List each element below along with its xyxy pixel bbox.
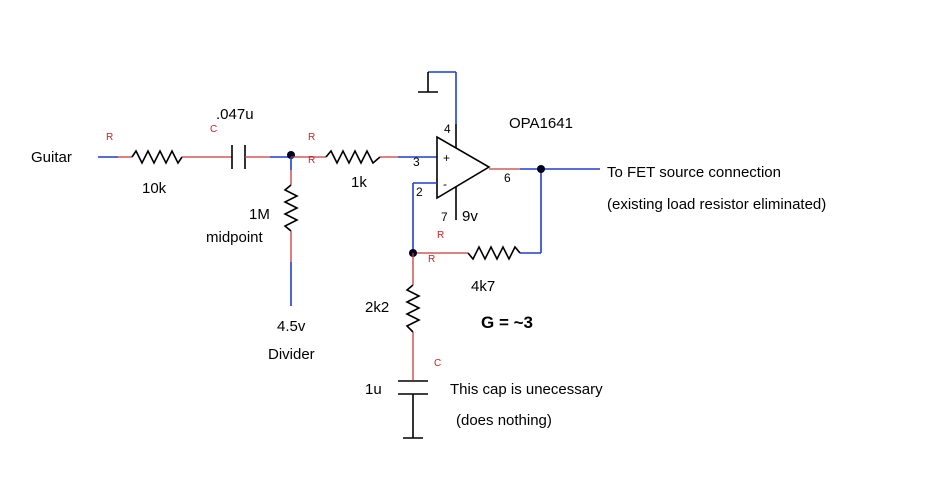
resistor-1m	[283, 157, 299, 306]
pin-plus-label: +	[443, 151, 450, 165]
ref-r-10k: R	[106, 132, 113, 143]
bias-voltage-label: 4.5v	[277, 318, 306, 335]
guitar-label: Guitar	[31, 149, 72, 166]
output-label-line1: To FET source connection	[607, 164, 781, 181]
capacitor-1u	[398, 380, 428, 439]
pin-4-label: 4	[444, 122, 451, 136]
junction-dot-output	[537, 165, 545, 173]
resistor-2k2	[405, 253, 421, 380]
cap-note-line2: (does nothing)	[456, 412, 552, 429]
resistor-1k	[291, 149, 437, 165]
resistor-2k2-label: 2k2	[365, 299, 389, 316]
gain-label: G = ~3	[481, 313, 533, 332]
ref-c-047u: C	[210, 124, 217, 135]
pin-3-label: 3	[413, 155, 420, 169]
pin-7-label: 7	[441, 210, 448, 224]
resistor-1m-label: 1M	[249, 206, 270, 223]
output-wire	[489, 168, 600, 253]
ref-r-2k2: R	[428, 254, 435, 265]
capacitor-047u	[200, 145, 291, 169]
ref-c-1u: C	[434, 358, 441, 369]
ref-r-4k7: R	[437, 230, 444, 241]
opamp-opa1641	[436, 135, 491, 200]
pin-minus-label: -	[443, 177, 447, 191]
resistor-10k	[131, 149, 200, 165]
ref-r-1m: R	[308, 132, 315, 143]
cap-note-line1: This cap is unecessary	[450, 381, 603, 398]
pin-6-label: 6	[504, 171, 511, 185]
inverting-input-wire	[412, 182, 437, 253]
divider-label: Divider	[268, 346, 315, 363]
resistor-10k-label: 10k	[142, 180, 167, 197]
cap-047u-label: .047u	[216, 106, 254, 123]
resistor-1k-label: 1k	[351, 174, 367, 191]
ref-r-1k: R	[308, 155, 315, 166]
cap-1u-label: 1u	[365, 381, 382, 398]
opamp-label: OPA1641	[509, 115, 573, 132]
opamp-pin4-ground	[418, 71, 457, 148]
midpoint-label: midpoint	[206, 229, 264, 246]
pin-2-label: 2	[416, 185, 423, 199]
resistor-4k7	[413, 245, 541, 261]
output-label-line2: (existing load resistor eliminated)	[607, 196, 826, 213]
supply-label: 9v	[462, 208, 478, 225]
resistor-4k7-label: 4k7	[471, 278, 495, 295]
